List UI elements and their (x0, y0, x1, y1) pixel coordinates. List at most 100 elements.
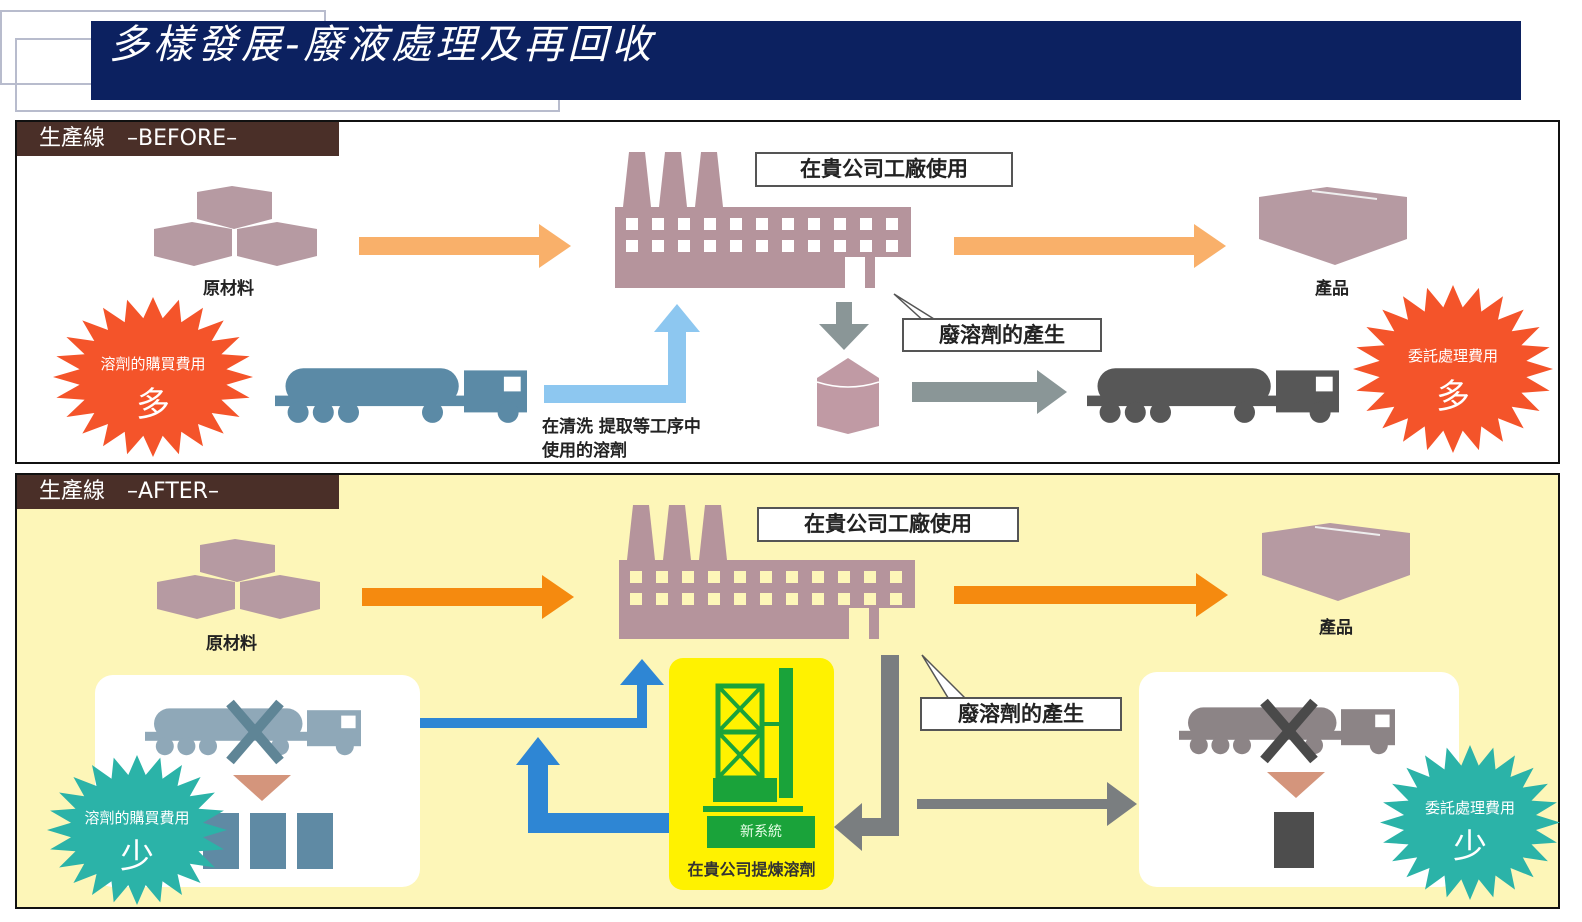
truck-part (1099, 401, 1121, 423)
truck-part (1233, 736, 1251, 755)
truck-part (1234, 401, 1255, 423)
factory-window (782, 240, 794, 252)
factory-window (760, 571, 772, 583)
tanker-truck-icon (145, 699, 361, 765)
burst-label: 溶劑的購買費用 (84, 809, 190, 827)
factory-window (760, 593, 772, 605)
factory-window (864, 571, 876, 583)
factory-window (678, 218, 690, 230)
tanker-truck-icon (1087, 368, 1339, 423)
truck-part (497, 401, 519, 423)
factory-window (730, 218, 742, 230)
page-title: 多樣發展-廢液處理及再回收 (109, 22, 656, 68)
arrow-right-icon (359, 224, 571, 268)
factory-icon (619, 505, 915, 639)
panel-tag-after: 生產線 –AFTER– (17, 475, 339, 509)
new-system-card[interactable]: 新系統 在貴公司提煉溶劑 (669, 658, 834, 890)
waste-callout: 廢溶劑的產生 (920, 697, 1122, 731)
factory-window (786, 593, 798, 605)
burst-value: 少 (120, 837, 154, 877)
truck-part (285, 368, 459, 404)
factory-window (834, 240, 846, 252)
factory-window (708, 571, 720, 583)
starburst-icon (53, 297, 253, 457)
arrow-left-icon (834, 655, 899, 851)
purchase-cost-burst: 溶劑的購買費用 多 (53, 297, 253, 457)
truck-part (177, 737, 196, 756)
callout-pointer (893, 293, 943, 325)
title-bar: 多樣發展-廢液處理及再回收 (91, 21, 1521, 100)
burst-label: 溶劑的購買費用 (100, 355, 206, 373)
starburst-icon (1380, 745, 1560, 900)
truck-part (312, 401, 334, 423)
truck-window (341, 715, 356, 729)
arrow-right-icon (954, 573, 1228, 617)
factory-window (630, 571, 642, 583)
truck-part (1087, 395, 1276, 407)
factory-window (812, 593, 824, 605)
factory-callout: 在貴公司工廠使用 (757, 507, 1019, 542)
burst-value: 多 (136, 385, 170, 425)
factory-window (808, 218, 820, 230)
tanker-truck-icon (1179, 698, 1395, 764)
truck-part (1309, 401, 1331, 423)
factory-window (886, 218, 898, 230)
factory-window (890, 593, 902, 605)
truck-part (335, 737, 354, 756)
factory-window (734, 571, 746, 583)
factory-window (678, 240, 690, 252)
refine-caption: 在貴公司提煉溶劑 (687, 860, 816, 879)
burst-value: 少 (1453, 827, 1487, 867)
truck-window (1375, 714, 1390, 728)
factory-window (860, 218, 872, 230)
factory-window (626, 240, 638, 252)
factory-window (682, 593, 694, 605)
factory-window (860, 240, 872, 252)
solvent-use-caption-1: 在清洗 提取等工序中 (542, 417, 701, 437)
truck-part (199, 737, 217, 756)
drum-icon (203, 813, 333, 869)
truck-part (145, 731, 307, 741)
boxes-icon (154, 186, 317, 266)
truck-part (275, 395, 464, 407)
box-icon (1262, 523, 1410, 601)
burst-value: 多 (1436, 377, 1470, 417)
factory-window (782, 218, 794, 230)
factory-window (652, 218, 664, 230)
before-panel: 生產線 –BEFORE– 原材料 在貴公司工廠使用 產品 溶劑的購買費用 多 (15, 120, 1560, 464)
panel-tag-before: 生產線 –BEFORE– (17, 122, 339, 156)
factory-window (704, 240, 716, 252)
factory-window (708, 593, 720, 605)
starburst-icon (47, 755, 227, 905)
factory-window (630, 593, 642, 605)
factory-window (756, 240, 768, 252)
boxes-icon (157, 539, 320, 619)
after-panel: 生產線 –AFTER– 原材料 在貴公司工廠使用 產品 (15, 473, 1560, 909)
raw-material-label: 原材料 (206, 634, 257, 654)
truck-window (1315, 376, 1333, 392)
factory-window (652, 240, 664, 252)
starburst-shape (1380, 745, 1560, 900)
truck-part (1369, 736, 1388, 755)
factory-icon (615, 152, 911, 288)
distillation-tower-icon (703, 668, 803, 812)
starburst-shape (53, 297, 253, 457)
down-triangle-icon (233, 775, 291, 801)
purchase-card (95, 675, 420, 887)
truck-part (287, 401, 309, 423)
starburst-icon (1353, 285, 1553, 453)
truck-window (503, 376, 521, 392)
down-triangle-icon (1267, 772, 1325, 798)
factory-window (834, 218, 846, 230)
factory-window (786, 571, 798, 583)
truck-part (1189, 736, 1208, 755)
factory-callout: 在貴公司工廠使用 (755, 152, 1013, 187)
waste-callout: 廢溶劑的產生 (902, 318, 1102, 352)
disposal-cost-burst: 委託處理費用 多 (1353, 285, 1553, 453)
starburst-shape (47, 755, 227, 905)
factory-window (656, 571, 668, 583)
starburst-shape (1353, 285, 1553, 453)
factory-window (756, 218, 768, 230)
factory-window (812, 571, 824, 583)
arrow-right-icon (954, 224, 1226, 268)
